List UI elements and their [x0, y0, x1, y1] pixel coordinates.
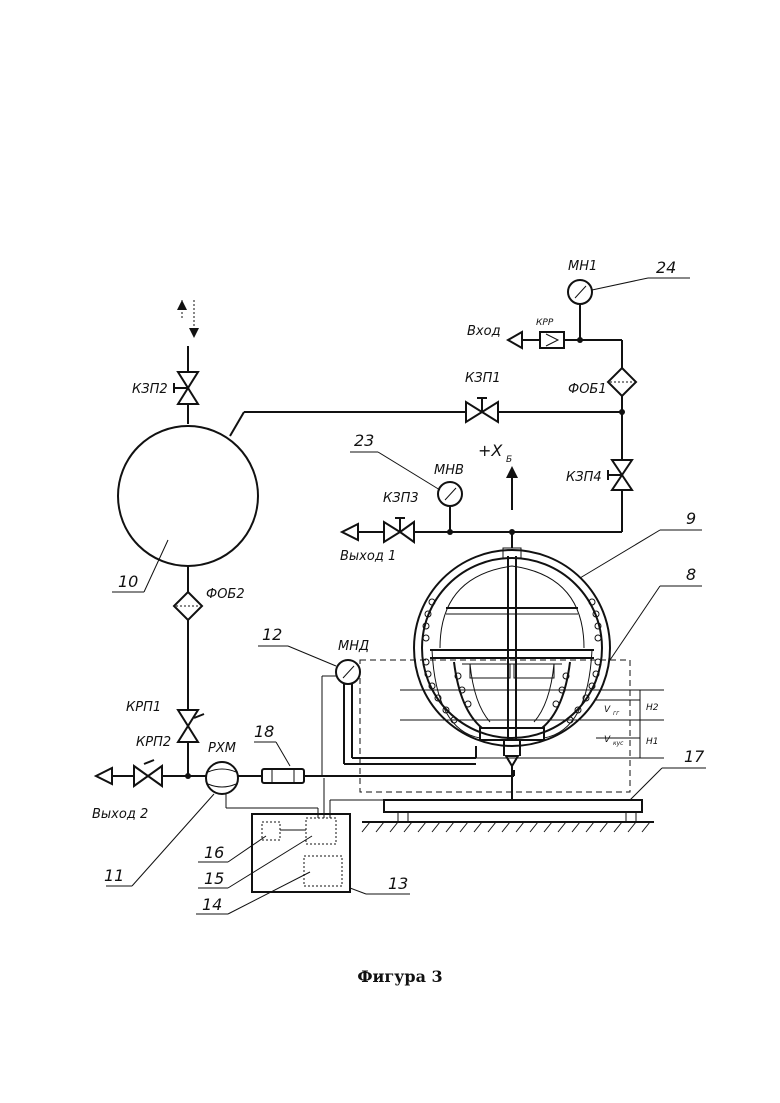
ref-14: 14 — [202, 895, 222, 914]
tank-10 — [118, 426, 258, 566]
label-krp1: КРП1 — [126, 700, 161, 715]
valve-krp1 — [178, 710, 204, 742]
label-plus-x: +X — [478, 441, 503, 460]
label-v-top-sub: гг — [613, 710, 620, 717]
output-arrow-1 — [342, 524, 358, 540]
element-18 — [262, 769, 304, 783]
ref-18: 18 — [254, 722, 274, 741]
valve-kzp4 — [608, 460, 632, 490]
platform-17 — [384, 800, 642, 812]
spherical-vessel-9 — [414, 548, 610, 800]
label-kzp2: КЗП2 — [132, 382, 168, 397]
control-block-13 — [252, 814, 350, 892]
ref-12: 12 — [262, 625, 282, 644]
output-arrow-2 — [96, 768, 112, 784]
ref-24: 24 — [656, 258, 676, 277]
frame-8 — [360, 660, 630, 792]
module-14 — [304, 856, 342, 886]
flowmeter-rhm — [206, 762, 238, 794]
gauge-mnv — [438, 482, 462, 506]
bolt-holes — [423, 599, 601, 723]
label-h1: H1 — [646, 737, 659, 747]
label-mnv: МНВ — [434, 463, 464, 478]
label-vyhod1: Выход 1 — [340, 549, 396, 564]
valve-kzp1 — [466, 398, 498, 422]
label-krr: КРР — [536, 318, 554, 328]
ref-10: 10 — [118, 572, 138, 591]
ref-11: 11 — [104, 866, 124, 885]
valve-krp2 — [134, 760, 162, 786]
label-mn1: МН1 — [568, 259, 597, 274]
label-kzp3: КЗП3 — [383, 491, 419, 506]
check-valve-krr — [540, 332, 564, 348]
ref-15: 15 — [204, 869, 224, 888]
module-15 — [306, 818, 336, 844]
input-arrow — [508, 332, 522, 348]
label-v-bot-sub: кус — [613, 740, 624, 747]
label-v-top: V — [604, 705, 611, 715]
label-mnd: МНД — [338, 639, 369, 654]
ref-17: 17 — [684, 747, 705, 766]
label-fob2: ФОБ2 — [206, 587, 245, 602]
label-fob1: ФОБ1 — [568, 382, 607, 397]
leader-24 — [592, 278, 648, 290]
ref-9: 9 — [686, 509, 696, 528]
label-rhm: РХМ — [208, 741, 236, 756]
label-krp2: КРП2 — [136, 735, 171, 750]
label-vyhod2: Выход 2 — [92, 807, 148, 822]
ref-23: 23 — [354, 431, 374, 450]
ground-hatch — [362, 822, 650, 832]
label-kzp1: КЗП1 — [465, 371, 501, 386]
filter-fob2 — [174, 592, 202, 620]
ref-8: 8 — [686, 565, 696, 584]
ref-13: 13 — [388, 874, 408, 893]
gauge-mnd — [336, 660, 360, 684]
dotted-arrow-down — [189, 328, 199, 338]
valve-kzp3 — [384, 518, 414, 542]
label-h2: H2 — [646, 703, 659, 713]
figure-caption: Фигура 3 — [357, 967, 442, 986]
filter-fob1 — [608, 368, 636, 396]
gauge-mn1 — [568, 280, 592, 340]
label-v-bot: V — [604, 735, 611, 745]
label-sub-b: Б — [506, 455, 512, 465]
ref-16: 16 — [204, 843, 224, 862]
label-kzp4: КЗП4 — [566, 470, 602, 485]
valve-kzp2 — [174, 372, 198, 404]
label-vhod: Вход — [467, 324, 501, 339]
